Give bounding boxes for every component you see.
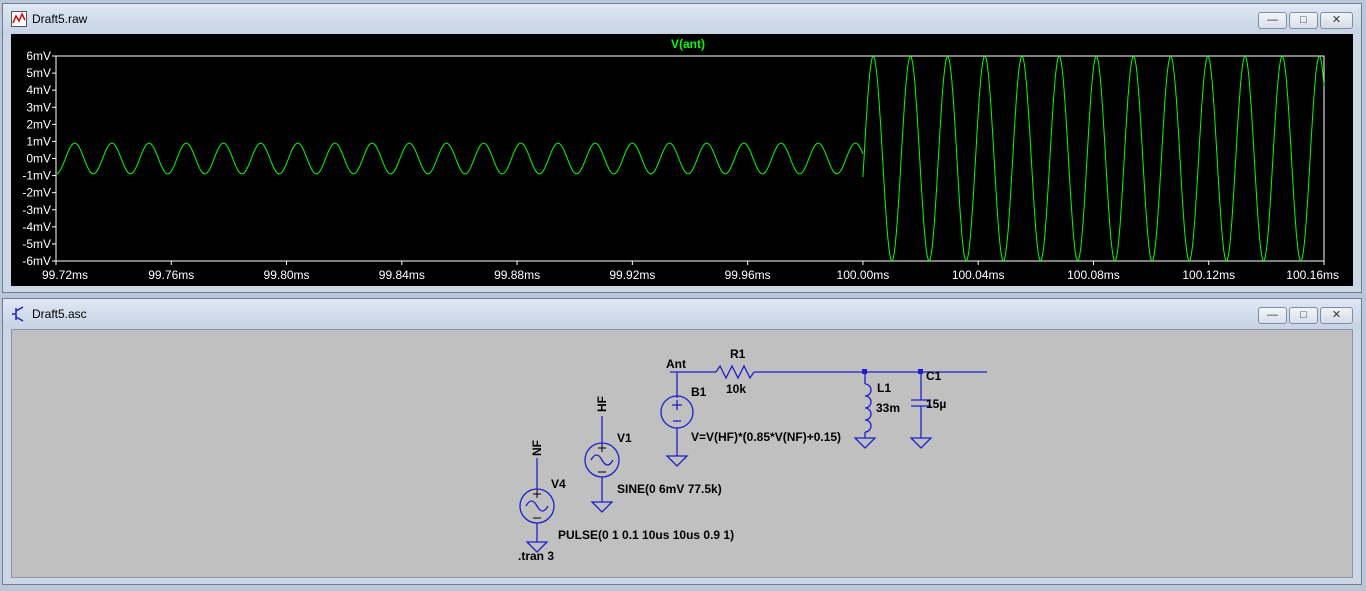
y-tick-label: 5mV bbox=[26, 66, 51, 80]
ground-symbol[interactable] bbox=[590, 501, 614, 513]
waveform-window-icon bbox=[11, 11, 27, 27]
x-tick-label: 100.12ms bbox=[1182, 268, 1235, 282]
x-tick-label: 99.96ms bbox=[725, 268, 771, 282]
v1-name[interactable]: V1 bbox=[617, 431, 632, 445]
v4-name[interactable]: V4 bbox=[551, 477, 566, 491]
y-tick-label: -4mV bbox=[22, 220, 51, 234]
trace-v-ant-segment-1[interactable] bbox=[55, 142, 864, 175]
waveform-titlebar[interactable]: Draft5.raw — □ ✕ bbox=[3, 4, 1361, 34]
y-tick-label: 6mV bbox=[26, 49, 51, 63]
net-label-hf[interactable]: HF bbox=[595, 396, 609, 412]
maximize-button[interactable]: □ bbox=[1289, 307, 1318, 324]
waveform-window: Draft5.raw — □ ✕ V(ant) 6mV 5mV 4mV 3mV 2mV 1… bbox=[2, 3, 1362, 293]
waveform-plot-area[interactable]: V(ant) 6mV 5mV 4mV 3mV 2mV 1mV 0mV -1mV -2mV -3mV… bbox=[11, 34, 1353, 286]
ground-symbol[interactable] bbox=[525, 541, 549, 553]
schematic-titlebar[interactable]: Draft5.asc — □ ✕ bbox=[3, 299, 1361, 329]
l1-value[interactable]: 33m bbox=[876, 401, 900, 415]
v4-value[interactable]: PULSE(0 1 0.1 10us 10us 0.9 1) bbox=[558, 528, 734, 542]
y-tick-label: -3mV bbox=[22, 203, 51, 217]
l1-inductor[interactable] bbox=[864, 383, 872, 433]
ground-symbol[interactable] bbox=[665, 455, 689, 467]
y-tick-label: -6mV bbox=[22, 254, 51, 268]
x-tick-label: 99.84ms bbox=[379, 268, 425, 282]
b1-name[interactable]: B1 bbox=[691, 385, 707, 399]
close-button[interactable]: ✕ bbox=[1320, 12, 1353, 29]
net-label-ant[interactable]: Ant bbox=[666, 357, 686, 371]
r1-value[interactable]: 10k bbox=[726, 382, 746, 396]
schematic-canvas[interactable]: Ant R1 10k B1 V=V(HF)*(0.85*V(NF)+0.15) … bbox=[11, 329, 1353, 578]
x-tick-label: 100.04ms bbox=[952, 268, 1005, 282]
r1-name[interactable]: R1 bbox=[730, 347, 746, 361]
tran-directive[interactable]: .tran 3 bbox=[518, 549, 554, 563]
minimize-button[interactable]: — bbox=[1258, 307, 1287, 324]
y-tick-label: 2mV bbox=[26, 117, 51, 131]
y-tick-label: -1mV bbox=[22, 169, 51, 183]
waveform-chart[interactable]: V(ant) 6mV 5mV 4mV 3mV 2mV 1mV 0mV -1mV -2mV -3mV… bbox=[11, 34, 1353, 286]
x-tick-label: 99.92ms bbox=[609, 268, 655, 282]
close-button[interactable]: ✕ bbox=[1320, 307, 1353, 324]
ground-symbol[interactable] bbox=[853, 437, 877, 449]
schematic-window: Draft5.asc — □ ✕ bbox=[2, 298, 1362, 585]
waveform-window-title: Draft5.raw bbox=[32, 12, 88, 26]
y-tick-label: 1mV bbox=[26, 134, 51, 148]
plot-frame bbox=[55, 55, 1325, 262]
ground-symbol[interactable] bbox=[909, 437, 933, 449]
c1-name[interactable]: C1 bbox=[926, 369, 942, 383]
junction-dot bbox=[862, 369, 867, 374]
y-tick-label: 3mV bbox=[26, 100, 51, 114]
x-tick-label: 99.80ms bbox=[264, 268, 310, 282]
y-tick-label: 4mV bbox=[26, 83, 51, 97]
x-tick-label: 99.76ms bbox=[148, 268, 194, 282]
y-tick-label: 0mV bbox=[26, 152, 51, 166]
schematic-drawing[interactable]: Ant R1 10k B1 V=V(HF)*(0.85*V(NF)+0.15) … bbox=[12, 330, 1353, 578]
x-tick-label: 99.88ms bbox=[494, 268, 540, 282]
maximize-button[interactable]: □ bbox=[1289, 12, 1318, 29]
junction-dot bbox=[918, 369, 923, 374]
y-tick-label: -5mV bbox=[22, 237, 51, 251]
trace-v-ant-segment-2[interactable] bbox=[862, 55, 1325, 262]
x-tick-label: 100.08ms bbox=[1067, 268, 1120, 282]
v1-value[interactable]: SINE(0 6mV 77.5k) bbox=[617, 482, 722, 496]
schematic-window-title: Draft5.asc bbox=[32, 307, 87, 321]
r1-resistor[interactable] bbox=[715, 364, 755, 380]
x-tick-label: 99.72ms bbox=[42, 268, 88, 282]
schematic-window-icon bbox=[12, 306, 24, 322]
b1-expression[interactable]: V=V(HF)*(0.85*V(NF)+0.15) bbox=[691, 430, 841, 444]
c1-value[interactable]: 15µ bbox=[926, 397, 946, 411]
x-tick-label: 100.00ms bbox=[837, 268, 890, 282]
x-tick-label: 100.16ms bbox=[1286, 268, 1339, 282]
l1-name[interactable]: L1 bbox=[877, 381, 891, 395]
y-tick-label: -2mV bbox=[22, 186, 51, 200]
minimize-button[interactable]: — bbox=[1258, 12, 1287, 29]
net-label-nf[interactable]: NF bbox=[530, 440, 544, 456]
trace-title[interactable]: V(ant) bbox=[671, 37, 705, 51]
